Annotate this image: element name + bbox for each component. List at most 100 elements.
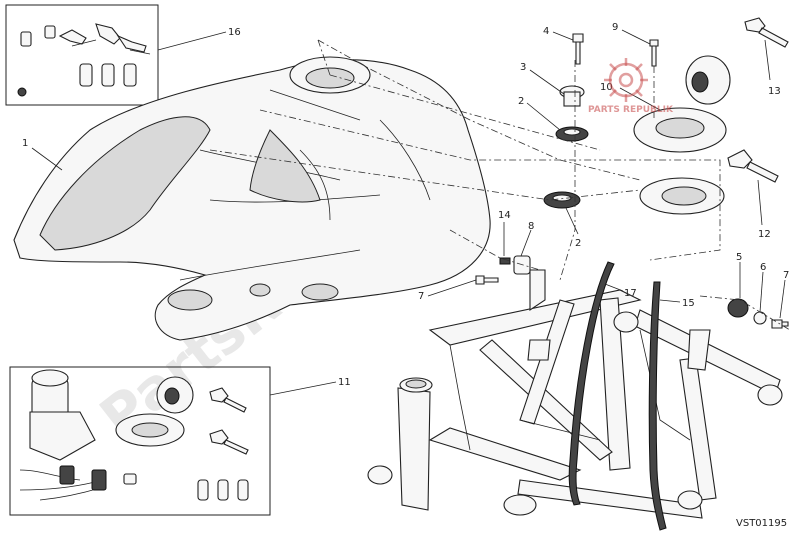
frame-diagonal-brace bbox=[519, 299, 575, 425]
frame-pivot bbox=[677, 490, 703, 510]
leader-line-2b bbox=[565, 207, 579, 235]
spacer-part-5 bbox=[727, 298, 749, 318]
callout-3: 3 bbox=[520, 62, 526, 73]
callout-9: 9 bbox=[612, 22, 618, 33]
frame-pivot bbox=[757, 384, 783, 406]
callout-15: 15 bbox=[682, 298, 695, 309]
lock-set-kit-box bbox=[5, 4, 159, 106]
assembly-line bbox=[449, 229, 541, 271]
leader-line-3 bbox=[529, 69, 565, 95]
kit-key-part bbox=[209, 429, 249, 455]
breather-hose-17 bbox=[568, 261, 615, 506]
callout-7b: 7 bbox=[783, 270, 789, 281]
kit-spacer-part bbox=[197, 479, 209, 501]
kit-spacer-part bbox=[79, 63, 93, 87]
watermark-badge-text: PARTS REPUBLIK bbox=[588, 105, 674, 115]
fuel-filler-ring bbox=[305, 67, 355, 89]
leader-line-17 bbox=[604, 283, 624, 292]
leader-line-4 bbox=[552, 31, 574, 41]
screw-part-4 bbox=[572, 33, 584, 65]
callout-8: 8 bbox=[528, 221, 534, 232]
leader-line-15 bbox=[659, 299, 681, 303]
leader-line-6 bbox=[759, 271, 764, 313]
connector-part bbox=[59, 465, 75, 485]
frame-lower-rail bbox=[428, 427, 582, 481]
kit-frame-16 bbox=[5, 4, 159, 106]
kit-frame-11 bbox=[9, 366, 271, 516]
ignition-switch-housing bbox=[29, 411, 96, 461]
frame-detail-lines bbox=[449, 329, 691, 451]
bushing-part-14 bbox=[499, 257, 511, 265]
key-part-13 bbox=[744, 17, 789, 48]
assembly-lines bbox=[209, 39, 791, 331]
connector-part bbox=[91, 469, 107, 491]
assembly-line bbox=[317, 39, 331, 76]
filler-cap-lock bbox=[691, 71, 709, 93]
grommet-part-2-inner bbox=[563, 128, 581, 136]
breather-hoses bbox=[568, 261, 667, 531]
spacer-part-3-body bbox=[563, 91, 581, 107]
frame-steering-head-bore bbox=[405, 379, 427, 389]
frame-pivot bbox=[613, 311, 639, 333]
kit-key-part bbox=[116, 34, 147, 53]
leader-line-11 bbox=[269, 381, 337, 396]
fuel-tank-mount-hole bbox=[249, 283, 271, 297]
frame-pivot bbox=[503, 494, 537, 516]
kit-spacer-part bbox=[123, 63, 137, 87]
frame-bracket bbox=[527, 339, 551, 361]
leader-line-8 bbox=[520, 229, 532, 257]
callout-17: 17 bbox=[624, 288, 637, 299]
frame-cross-tube bbox=[679, 357, 717, 501]
kit-cylinder-part bbox=[44, 25, 56, 39]
callout-12: 12 bbox=[758, 229, 771, 240]
callout-10: 10 bbox=[600, 82, 613, 93]
fuel-tank-mount-hole bbox=[301, 283, 339, 301]
kit-spacer-part bbox=[101, 63, 115, 87]
washer-part-6 bbox=[753, 311, 767, 325]
screw-part-7-left bbox=[475, 275, 499, 285]
assembly-line bbox=[699, 295, 791, 331]
fuel-tank-tunnel bbox=[249, 129, 321, 203]
leader-line-7a bbox=[427, 279, 477, 297]
drawing-code: VST01195 bbox=[736, 518, 787, 529]
gear-icon-hub bbox=[618, 72, 634, 88]
assembly-line bbox=[317, 39, 641, 181]
assembly-line bbox=[559, 60, 576, 281]
ignition-switch-top bbox=[31, 369, 69, 387]
callout-5: 5 bbox=[736, 252, 742, 263]
frame-main-rail bbox=[428, 289, 642, 346]
frame-bottom-rail bbox=[517, 479, 703, 519]
breather-hose-15 bbox=[648, 281, 667, 531]
fuel-tank-side-panel bbox=[39, 116, 211, 251]
callout-6: 6 bbox=[760, 262, 766, 273]
callout-16: 16 bbox=[228, 27, 241, 38]
leader-line-16 bbox=[157, 31, 227, 51]
callout-4: 4 bbox=[543, 26, 549, 37]
connector-part bbox=[123, 473, 137, 485]
gear-icon-teeth bbox=[604, 58, 648, 102]
kit-key-part bbox=[95, 23, 121, 45]
kit-key-part bbox=[58, 29, 87, 45]
kit-key-shank bbox=[71, 39, 151, 55]
callout-2a: 2 bbox=[518, 96, 524, 107]
leader-line-2a bbox=[526, 102, 561, 131]
leader-line-7b bbox=[779, 279, 786, 319]
fuel-tank-mount-hole bbox=[167, 289, 213, 311]
leader-lines bbox=[31, 29, 786, 396]
leader-line-1 bbox=[31, 147, 63, 171]
filler-gasket-inner bbox=[661, 186, 707, 206]
filler-cap-opening bbox=[655, 117, 705, 139]
ignition-lock-kit-box bbox=[9, 366, 271, 516]
callout-labels: 1 2 2 3 4 5 6 7 7 8 9 10 11 12 13 14 15 … bbox=[22, 22, 789, 388]
kit-cap-lock bbox=[164, 387, 180, 405]
fuel-tank bbox=[13, 56, 491, 341]
bolt-part-9 bbox=[649, 39, 659, 67]
callout-2b: 2 bbox=[575, 238, 581, 249]
leader-line-10 bbox=[619, 87, 661, 111]
frame-rear-upright bbox=[599, 297, 631, 471]
leader-line-12 bbox=[757, 179, 763, 226]
kit-screw-part bbox=[17, 87, 27, 97]
leader-line-13 bbox=[764, 39, 771, 81]
callout-13: 13 bbox=[768, 86, 781, 97]
